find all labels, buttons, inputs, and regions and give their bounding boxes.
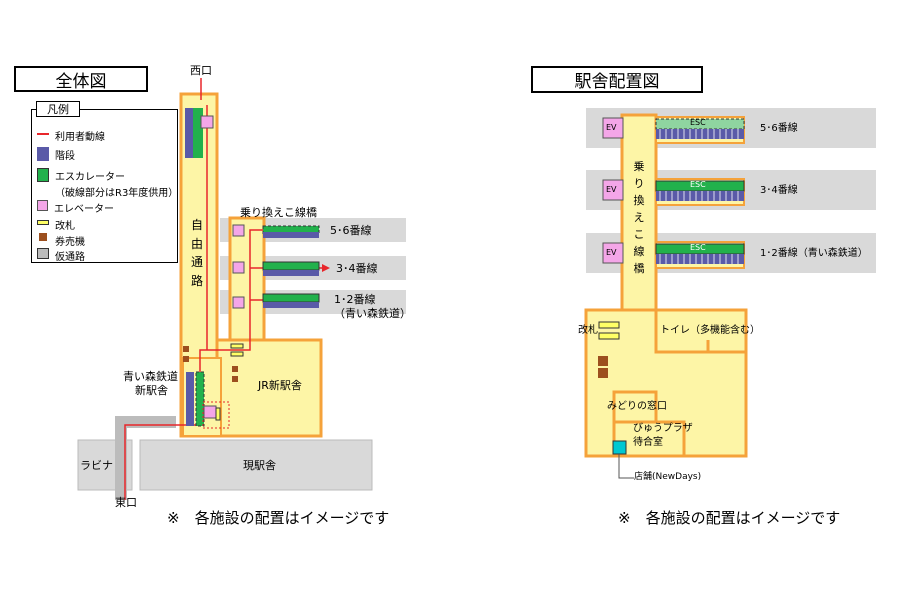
view-plaza-label: びゅうプラザ — [633, 423, 693, 434]
legend-item-escalator: エスカレーター （破線部分はR3年度供用） — [37, 168, 178, 199]
r-stairs-12 — [656, 254, 744, 264]
legend-item-elevator: エレベーター — [37, 200, 114, 215]
escalator-west — [193, 108, 203, 158]
west-exit-label: 西口 — [190, 64, 212, 77]
stairs-34 — [263, 270, 319, 276]
stairs-swatch-icon — [37, 147, 49, 161]
ticket-machine-4 — [232, 376, 238, 382]
r-stairs-34 — [656, 191, 744, 201]
left-note: ※ 各施設の配置はイメージです — [167, 509, 390, 527]
ticket-machine-1 — [183, 346, 189, 352]
east-exit-label: 東口 — [115, 496, 137, 509]
midori-label: みどりの窓口 — [607, 401, 667, 412]
ticket-machine-2 — [183, 356, 189, 362]
platform-12-label: 1･2番線 — [334, 293, 376, 306]
legend-title: 凡例 — [36, 101, 80, 117]
station-layout-title: 駅舎配置図 — [531, 66, 703, 93]
stairs-56 — [263, 232, 319, 238]
platform-34-label: 3･4番線 — [336, 262, 378, 275]
r-transfer-bridge-label: 乗り換えこ線橋 — [633, 160, 645, 276]
ev-label-12: EV — [606, 248, 617, 257]
elevator-56 — [232, 224, 245, 237]
r-platform-56-label: 5･6番線 — [760, 123, 798, 134]
temporary-passage-swatch-icon — [37, 248, 49, 259]
transfer-bridge — [228, 216, 266, 342]
r-stairs-56 — [656, 129, 744, 139]
aoimori-new-building-label: 新駅舎 — [135, 384, 168, 397]
r-ticket-gate-label: 改札 — [578, 325, 598, 336]
stairs-west — [185, 108, 193, 158]
elevator-34 — [232, 261, 245, 274]
r-elevator-56 — [602, 117, 624, 139]
esc-label-12: ESC — [690, 243, 706, 252]
legend-item-temp-passage: 仮通路 — [37, 248, 85, 263]
ticket-gate-1 — [230, 343, 244, 349]
stairs-aoimori — [186, 372, 194, 426]
legend-item-gate: 改札 — [37, 217, 75, 232]
toilet-label: トイレ（多機能含む） — [660, 325, 760, 336]
transfer-bridge-label: 乗り換えこ線橋 — [240, 206, 317, 219]
shop-leader-line — [618, 454, 634, 479]
elevator-west — [200, 115, 214, 129]
esc-label-56: ESC — [690, 118, 706, 127]
ticket-gate-aoimori — [215, 407, 221, 421]
legend-item-route: 利用者動線 — [37, 128, 105, 143]
legend-box — [31, 109, 178, 263]
r-ticket-machine-2 — [598, 368, 608, 378]
red-route-line-icon — [37, 133, 49, 135]
platform-12-sub-label: （青い森鉄道） — [334, 307, 411, 320]
escalator-aoimori — [195, 371, 205, 427]
current-station-label: 現駅舎 — [243, 459, 276, 472]
r-elevator-34 — [602, 179, 624, 201]
ticket-gate-swatch-icon — [37, 220, 49, 225]
ticket-gate-2 — [230, 351, 244, 357]
r-ticket-gate-2 — [598, 332, 620, 340]
ticket-machine-swatch-icon — [39, 233, 47, 241]
ev-label-34: EV — [606, 185, 617, 194]
toilet-room — [654, 308, 748, 354]
stairs-12 — [263, 302, 319, 308]
r-platform-34-label: 3･4番線 — [760, 185, 798, 196]
overall-map-title: 全体図 — [14, 66, 148, 92]
elevator-swatch-icon — [37, 200, 48, 211]
ev-label-56: EV — [606, 123, 617, 132]
ticket-machine-3 — [232, 366, 238, 372]
r-transfer-bridge — [620, 113, 658, 312]
temporary-passage — [115, 416, 176, 500]
legend-item-stairs: 階段 — [37, 147, 75, 162]
free-passage-label: 自由通路 — [190, 218, 203, 288]
shop-label: 店舗(NewDays) — [634, 472, 702, 482]
right-note: ※ 各施設の配置はイメージです — [618, 509, 841, 527]
r-ticket-machine-1 — [598, 356, 608, 366]
r-elevator-12 — [602, 242, 624, 264]
jr-new-building-label: JR新駅舎 — [258, 379, 302, 392]
esc-label-34: ESC — [690, 180, 706, 189]
construction-area — [202, 401, 230, 429]
elevator-12 — [232, 296, 245, 309]
r-platform-12-label: 1･2番線（青い森鉄道） — [760, 248, 868, 259]
labina-label: ラビナ — [80, 459, 113, 472]
escalator-swatch-icon — [37, 168, 49, 182]
aoimori-label: 青い森鉄道 — [123, 370, 178, 383]
legend-item-ticket-machine: 券売機 — [37, 233, 85, 248]
route-arrow — [322, 264, 330, 272]
current-station-building — [139, 439, 373, 491]
waiting-room-label: 待合室 — [633, 437, 663, 448]
midori-room — [612, 390, 658, 424]
r-ticket-gate-1 — [598, 321, 620, 329]
shop-marker — [612, 440, 627, 455]
platform-56-label: 5･6番線 — [330, 224, 372, 237]
